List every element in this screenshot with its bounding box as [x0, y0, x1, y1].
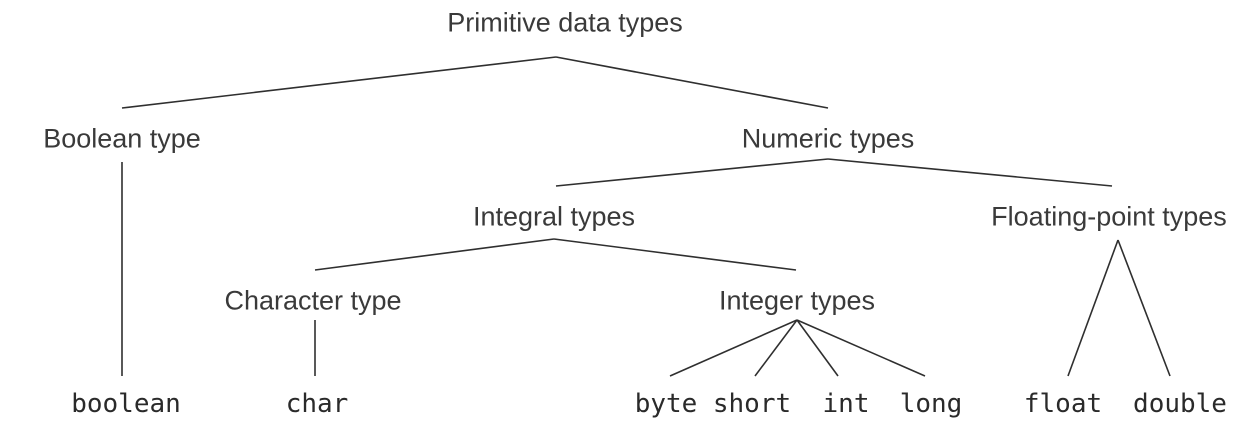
node-character-type: Character type	[224, 285, 402, 316]
edge-floating_types-to-kw_float	[1067, 239, 1119, 377]
node-integral-types: Integral types	[472, 201, 636, 232]
node-integer-types: Integer types	[718, 285, 876, 316]
edge-integral_types-to-character_type	[314, 238, 555, 271]
edge-root-to-numeric_types	[555, 56, 829, 109]
edge-floating_types-to-kw_double	[1117, 239, 1171, 377]
leaf-char: char	[285, 389, 349, 419]
leaf-int: int	[822, 389, 870, 419]
node-primitive-data-types: Primitive data types	[447, 7, 683, 38]
leaf-byte: byte	[634, 389, 698, 419]
edge-integer_types-to-kw_int	[796, 319, 839, 377]
node-boolean-type: Boolean type	[43, 123, 201, 154]
edge-integer_types-to-kw_short	[754, 319, 798, 377]
edge-integral_types-to-integer_types	[553, 238, 797, 271]
leaf-float: float	[1023, 389, 1103, 419]
edge-integer_types-to-kw_byte	[669, 319, 798, 377]
node-numeric-types: Numeric types	[741, 123, 915, 154]
edge-root-to-boolean_type	[121, 56, 557, 109]
leaf-double: double	[1133, 389, 1227, 419]
edge-numeric_types-to-integral_types	[555, 158, 829, 187]
edge-numeric_types-to-floating_types	[827, 158, 1113, 187]
edge-integer_types-to-kw_long	[796, 319, 926, 377]
node-floating-point-types: Floating-point types	[991, 201, 1227, 232]
leaf-short: short	[712, 389, 792, 419]
leaf-long: long	[899, 389, 963, 419]
leaf-boolean: boolean	[71, 389, 181, 419]
